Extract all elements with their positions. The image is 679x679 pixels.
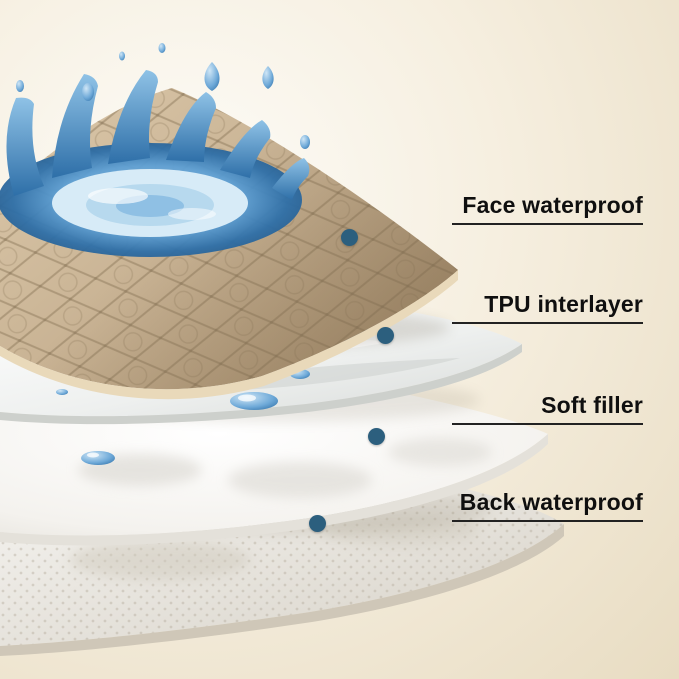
callout-line-tpu-interlayer xyxy=(452,322,643,324)
label-back-waterproof: Back waterproof xyxy=(459,489,643,515)
callout-dot-back-waterproof xyxy=(309,515,326,532)
water-splash xyxy=(0,43,310,257)
callout-dot-tpu-interlayer xyxy=(377,327,394,344)
label-soft-filler: Soft filler xyxy=(541,392,643,418)
flying-droplets xyxy=(16,43,310,149)
callout-line-soft-filler xyxy=(452,423,643,425)
callout-dot-face-waterproof xyxy=(341,229,358,246)
callout-line-face-waterproof xyxy=(452,223,643,225)
label-face-waterproof: Face waterproof xyxy=(462,192,643,218)
label-tpu-interlayer: TPU interlayer xyxy=(484,291,643,317)
callout-line-back-waterproof xyxy=(452,520,643,522)
callout-dot-soft-filler xyxy=(368,428,385,445)
